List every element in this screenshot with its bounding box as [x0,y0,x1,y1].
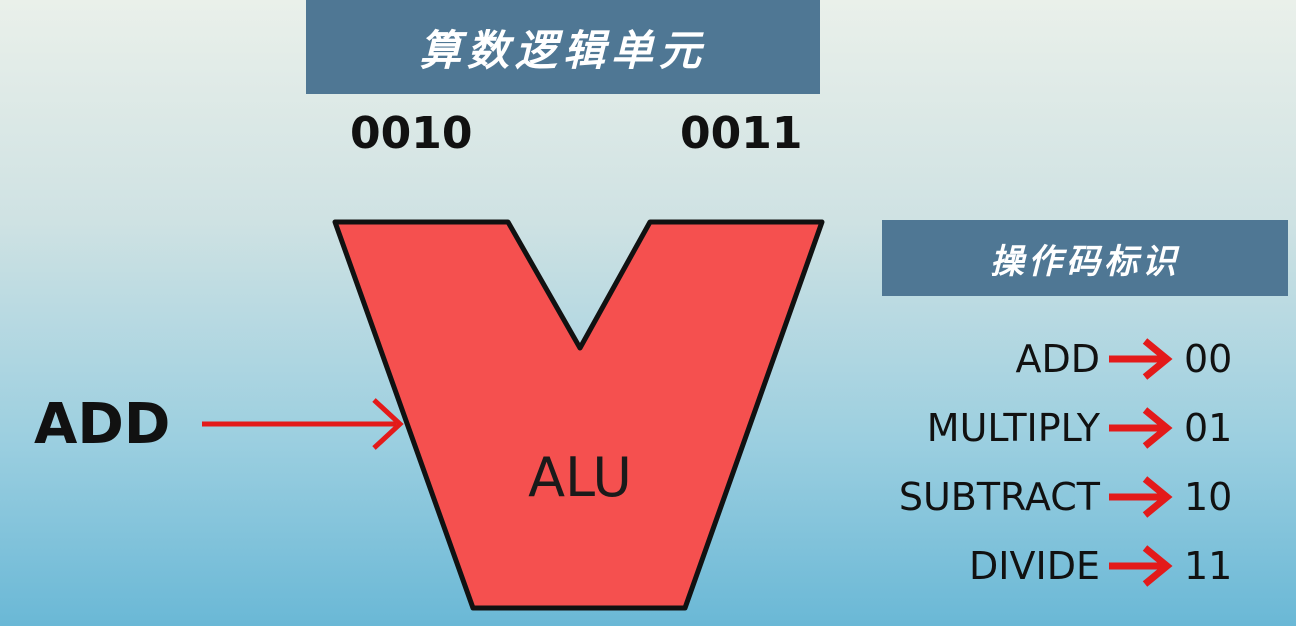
opcode-code: 11 [1184,543,1233,588]
opcode-name: SUBTRACT [898,474,1100,519]
alu-shape [332,219,825,611]
title-banner: 算数逻辑单元 [306,0,820,94]
arrow-right-icon [1100,544,1180,588]
operation-input-label: ADD [34,392,171,457]
arrow-right-icon [1100,406,1180,450]
opcode-row: MULTIPLY 01 [860,393,1260,462]
opcode-title: 操作码标识 [990,241,1180,282]
opcode-name: DIVIDE [969,543,1100,588]
opcode-row: ADD 00 [860,324,1260,393]
opcode-banner: 操作码标识 [882,220,1288,296]
input-b-value: 0011 [680,108,803,159]
input-a-value: 0010 [350,108,473,159]
alu-label: ALU [528,446,632,509]
opcode-table: ADD 00 MULTIPLY 01 SUBTRACT 10 D [860,324,1260,600]
operation-arrow [202,398,404,450]
opcode-name: MULTIPLY [926,405,1100,450]
opcode-row: DIVIDE 11 [860,531,1260,600]
opcode-code: 01 [1184,405,1233,450]
arrow-right-icon [1100,475,1180,519]
title-text: 算数逻辑单元 [418,25,707,75]
opcode-name: ADD [1015,336,1100,381]
opcode-row: SUBTRACT 10 [860,462,1260,531]
arrow-right-icon [1100,337,1180,381]
opcode-code: 10 [1184,474,1233,519]
opcode-code: 00 [1184,336,1233,381]
